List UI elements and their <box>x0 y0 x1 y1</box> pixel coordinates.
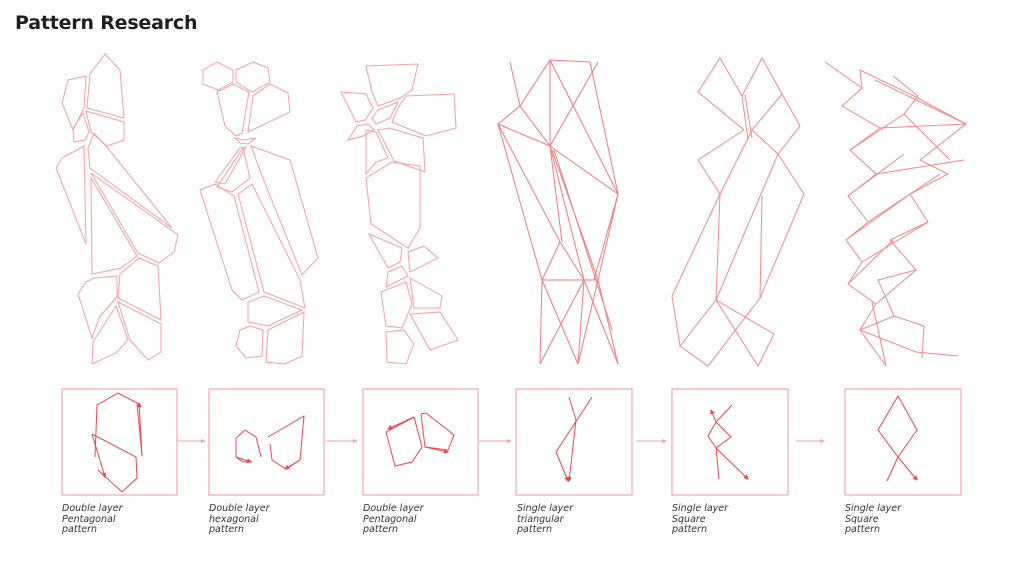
caption-5-line1: Single layer <box>672 503 729 514</box>
caption-6-line2: Square <box>845 513 879 525</box>
step-box-2 <box>208 388 325 496</box>
step-box-1 <box>61 388 178 496</box>
caption-5-line2: Square <box>672 513 706 525</box>
step-box-4 <box>515 388 633 496</box>
page-title: Pattern Research <box>15 12 198 34</box>
caption-4-line1: Single layer <box>517 503 574 514</box>
caption-5: Single layer Square pattern <box>672 503 792 536</box>
pattern-2-hexagonal <box>199 61 319 365</box>
caption-2: Double layer hexagonal pattern <box>209 503 329 536</box>
caption-6-line1: Single layer <box>845 503 902 514</box>
caption-1-line3: pattern <box>62 524 98 535</box>
caption-1-line2: Pentagonal <box>62 513 116 525</box>
pattern-6-square-grid <box>824 61 967 367</box>
step-box-6 <box>844 388 962 496</box>
pattern-5-square <box>671 56 805 368</box>
caption-4: Single layer triangular pattern <box>517 503 637 536</box>
caption-6-line3: pattern <box>845 524 881 535</box>
caption-3-line1: Double layer <box>363 503 424 514</box>
pattern-3-pentagonal <box>340 63 459 365</box>
caption-6: Single layer Square pattern <box>845 503 965 536</box>
caption-3: Double layer Pentagonal pattern <box>363 503 483 536</box>
caption-3-line2: Pentagonal <box>363 513 417 525</box>
caption-1-line1: Double layer <box>62 503 123 514</box>
caption-1: Double layer Pentagonal pattern <box>62 503 182 536</box>
caption-4-line2: triangular <box>517 513 564 525</box>
caption-2-line2: hexagonal <box>209 513 259 525</box>
pattern-1-pentagonal <box>55 53 179 365</box>
caption-2-line1: Double layer <box>209 503 270 514</box>
caption-3-line3: pattern <box>363 524 399 535</box>
caption-4-line3: pattern <box>517 524 553 535</box>
step-box-5 <box>671 388 789 496</box>
caption-2-line3: pattern <box>209 524 245 535</box>
step-box-3 <box>362 388 479 496</box>
caption-5-line3: pattern <box>672 524 708 535</box>
pattern-4-triangular <box>497 59 619 365</box>
